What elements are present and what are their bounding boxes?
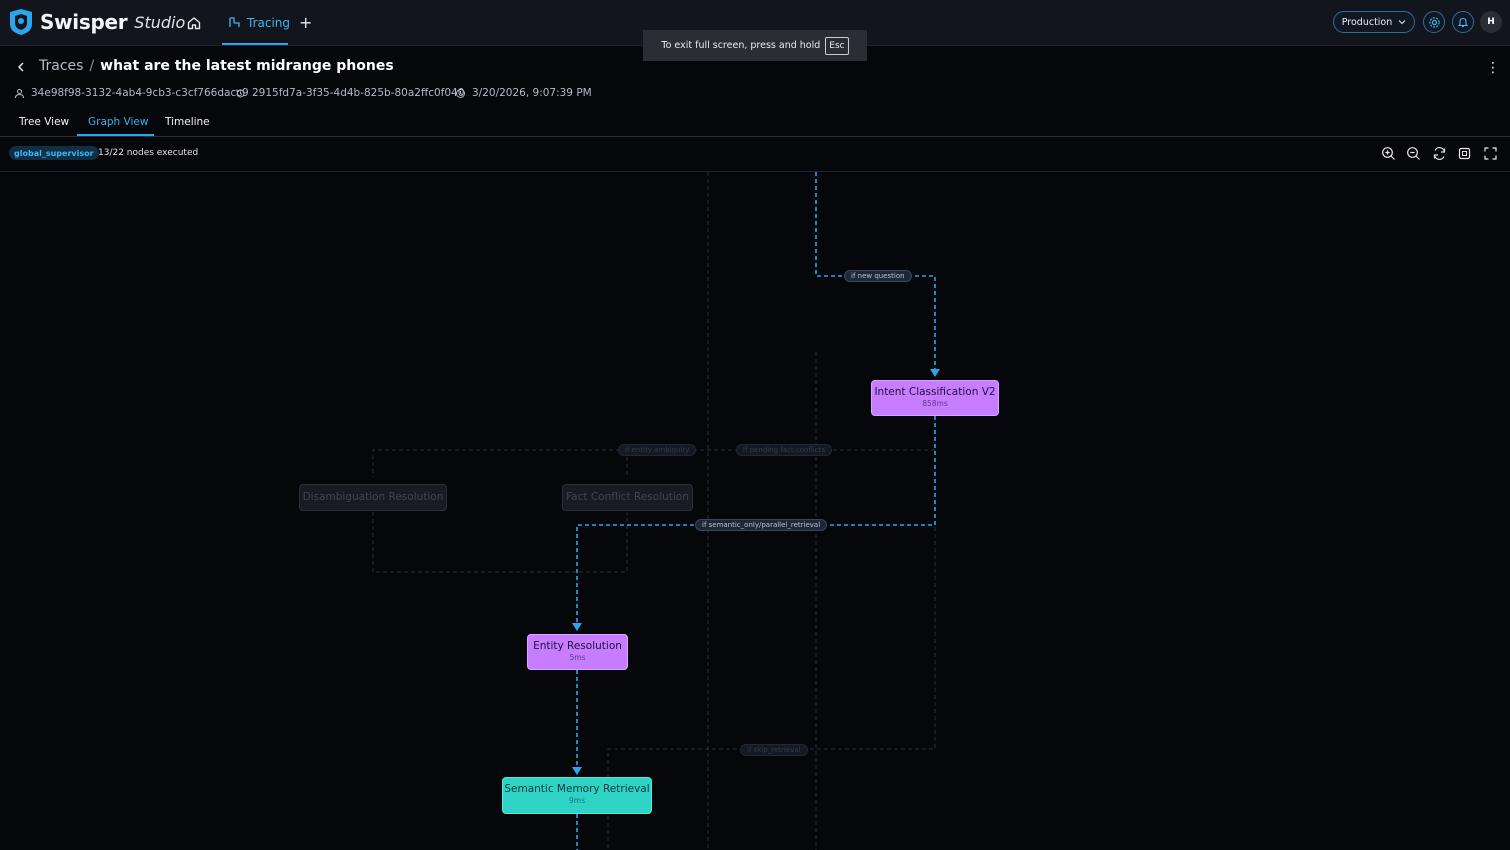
- node-duration: 9ms: [569, 796, 585, 805]
- trace-id-meta: 2915fd7a-3f35-4d4b-825b-80a2ffc0f040: [235, 87, 464, 99]
- clock-icon: [456, 88, 465, 98]
- view-tabs: Tree View Graph View Timeline: [0, 112, 1510, 137]
- swisper-logo-icon: [10, 9, 32, 35]
- edge-label-skip-retrieval: if skip_retrieval: [740, 744, 808, 756]
- tab-tree-view[interactable]: Tree View: [19, 116, 70, 128]
- user-id: 34e98f98-3132-4ab4-9cb3-c3cf766dacc9: [31, 87, 249, 99]
- node-disambiguation-resolution[interactable]: Disambiguation Resolution: [299, 484, 447, 511]
- toast-key: Esc: [825, 36, 849, 55]
- page-title: what are the latest midrange phones: [100, 58, 394, 74]
- zoom-in-icon[interactable]: [1381, 146, 1396, 161]
- arrowhead-semantic: [572, 767, 582, 775]
- node-duration: 5ms: [569, 653, 586, 662]
- timestamp-meta: 3/20/2026, 9:07:39 PM: [455, 87, 592, 99]
- graph-canvas[interactable]: if new question if entity ambiguity if p…: [0, 172, 1510, 850]
- user-id-meta: 34e98f98-3132-4ab4-9cb3-c3cf766dacc9: [14, 87, 249, 99]
- user-icon: [15, 88, 24, 98]
- brand-logo[interactable]: Swisper Studio: [8, 8, 185, 36]
- tab-timeline[interactable]: Timeline: [165, 116, 210, 128]
- node-label: Entity Resolution: [533, 640, 622, 652]
- node-label: Semantic Memory Retrieval: [504, 783, 650, 795]
- toast-text: To exit full screen, press and hold: [661, 40, 821, 51]
- nav-tab-indicator: [222, 43, 288, 45]
- arrowhead-intent: [930, 369, 940, 377]
- home-icon[interactable]: [186, 15, 202, 31]
- more-options-icon[interactable]: ⋮: [1486, 60, 1500, 76]
- graph-name-badge: global_supervisor: [9, 146, 99, 160]
- environment-label: Production: [1341, 16, 1393, 28]
- edge-resolution-merge: [372, 512, 628, 573]
- chevron-down-icon: [1398, 20, 1406, 25]
- node-label: Disambiguation Resolution: [302, 491, 444, 503]
- brand-suffix: Studio: [134, 12, 186, 32]
- node-intent-classification[interactable]: Intent Classification V2 858ms: [871, 380, 999, 416]
- environment-select[interactable]: Production: [1333, 11, 1415, 33]
- settings-button[interactable]: [1423, 11, 1445, 33]
- trace-id: 2915fd7a-3f35-4d4b-825b-80a2ffc0f040: [252, 87, 465, 99]
- edge-label-entity-ambiguity: if entity ambiguity: [618, 444, 697, 456]
- refresh-icon[interactable]: [1432, 146, 1447, 161]
- fullscreen-icon[interactable]: [1483, 146, 1498, 161]
- node-label: Fact Conflict Resolution: [566, 491, 689, 503]
- fit-view-icon[interactable]: [1457, 146, 1472, 161]
- node-duration: 858ms: [922, 399, 948, 408]
- arrowhead-entity: [572, 623, 582, 631]
- zoom-out-icon[interactable]: [1406, 146, 1421, 161]
- node-semantic-memory-retrieval[interactable]: Semantic Memory Retrieval 9ms: [502, 777, 652, 814]
- tab-graph-view[interactable]: Graph View: [88, 116, 149, 128]
- nodes-executed-count: 13/22 nodes executed: [98, 148, 199, 158]
- back-arrow-icon[interactable]: [14, 60, 28, 74]
- node-entity-resolution[interactable]: Entity Resolution 5ms: [527, 634, 628, 670]
- trace-timestamp: 3/20/2026, 9:07:39 PM: [472, 87, 592, 99]
- history-icon: [236, 88, 245, 97]
- breadcrumb-traces-link[interactable]: Traces: [39, 58, 84, 74]
- tracing-icon: [229, 17, 240, 27]
- active-tab-indicator: [77, 134, 154, 136]
- breadcrumb: Traces / what are the latest midrange ph…: [39, 58, 394, 74]
- nav-tab-label: Tracing: [247, 15, 291, 30]
- edge-label-semantic-retrieval: if semantic_only/parallel_retrieval: [695, 519, 828, 531]
- bell-icon: [1457, 17, 1469, 28]
- notifications-button[interactable]: [1452, 11, 1474, 33]
- fullscreen-exit-toast: To exit full screen, press and hold Esc: [643, 30, 867, 61]
- edge-to-disambiguation: [372, 449, 935, 477]
- node-fact-conflict-resolution[interactable]: Fact Conflict Resolution: [562, 484, 693, 511]
- breadcrumb-separator: /: [89, 58, 95, 74]
- node-label: Intent Classification V2: [874, 386, 996, 398]
- gear-icon: [1428, 16, 1440, 28]
- brand-name: Swisper: [40, 10, 128, 34]
- edge-skip-retrieval: [607, 527, 936, 850]
- add-tab-button[interactable]: +: [299, 13, 313, 32]
- nav-tab-tracing[interactable]: Tracing: [224, 0, 302, 45]
- edge-label-pending-fact-conflicts: if pending fact conflicts: [736, 444, 833, 456]
- user-avatar[interactable]: H: [1480, 11, 1502, 33]
- graph-toolbar: global_supervisor 13/22 nodes executed: [0, 137, 1510, 172]
- edge-label-new-question: if new question: [844, 270, 912, 282]
